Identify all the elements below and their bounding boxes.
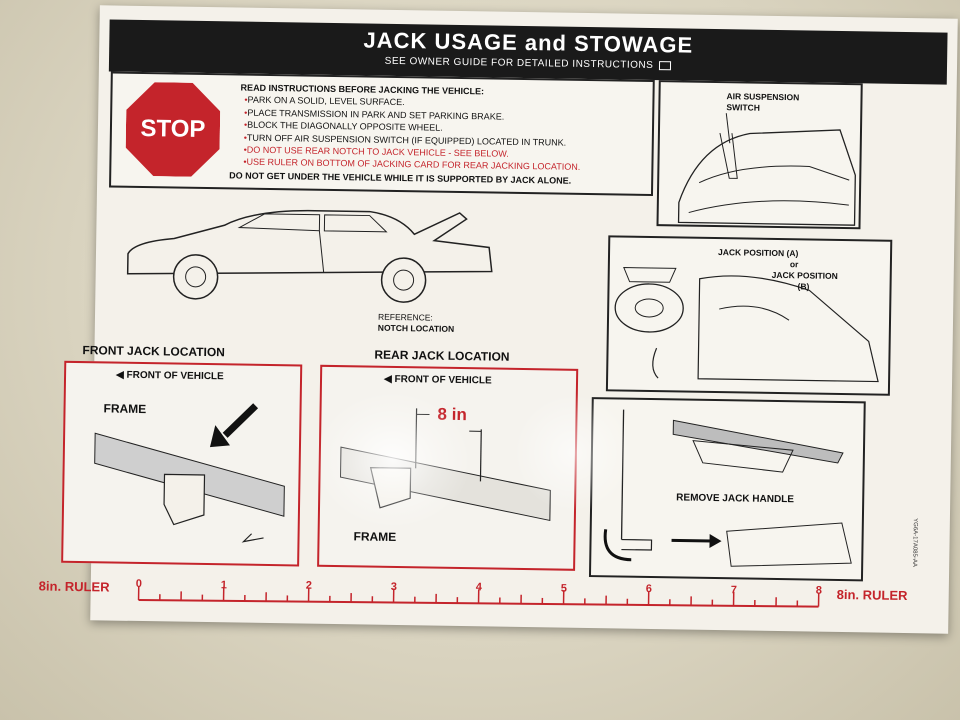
ruler-label-left: 8in. RULER (38, 578, 110, 595)
book-icon (659, 60, 672, 71)
ruler-number: 0 (135, 577, 143, 591)
eight-inch-ruler (137, 585, 820, 608)
spare-tire-illustration (614, 267, 879, 383)
notch-location-label: NOTCH LOCATION (377, 322, 455, 334)
car-side-illustration (126, 209, 493, 303)
reference-label: REFERENCE: (377, 311, 433, 323)
part-number: YG6A-17A085-AA (911, 518, 918, 567)
instructions-box: STOP READ INSTRUCTIONS BEFORE JACKING TH… (109, 71, 655, 197)
ruler-number: 5 (560, 582, 568, 595)
ruler-number: 6 (645, 582, 653, 596)
ruler-number: 3 (390, 580, 398, 593)
ruler-number: 7 (730, 583, 737, 596)
rear-jack-panel: ◀ FRONT OF VEHICLE 8 in FRAME (317, 364, 579, 571)
ruler-number: 4 (475, 581, 483, 594)
trunk-switch-illustration (677, 113, 856, 226)
air-suspension-panel: AIR SUSPENSION SWITCH (656, 80, 863, 230)
jack-handle-illustration (603, 409, 852, 567)
front-jack-panel: ◀ FRONT OF VEHICLE FRAME (61, 360, 303, 567)
instructions-list: READ INSTRUCTIONS BEFORE JACKING THE VEH… (229, 82, 651, 189)
jack-handle-panel: REMOVE JACK HANDLE (588, 397, 866, 582)
rear-jack-heading: REAR JACK LOCATION (374, 347, 510, 364)
ruler-number: 2 (305, 579, 313, 592)
stop-sign-icon: STOP (125, 82, 220, 177)
jack-position-panel: JACK POSITION (A) or JACK POSITION (B) (605, 235, 893, 396)
jack-instruction-card: JACK USAGE and STOWAGE SEE OWNER GUIDE F… (39, 5, 958, 634)
ruler-number: 8 (815, 584, 822, 597)
front-jack-heading: FRONT JACK LOCATION (82, 343, 225, 360)
ruler-number: 1 (220, 578, 228, 591)
rear-frame-illustration (339, 408, 551, 522)
front-frame-illustration (94, 403, 285, 543)
